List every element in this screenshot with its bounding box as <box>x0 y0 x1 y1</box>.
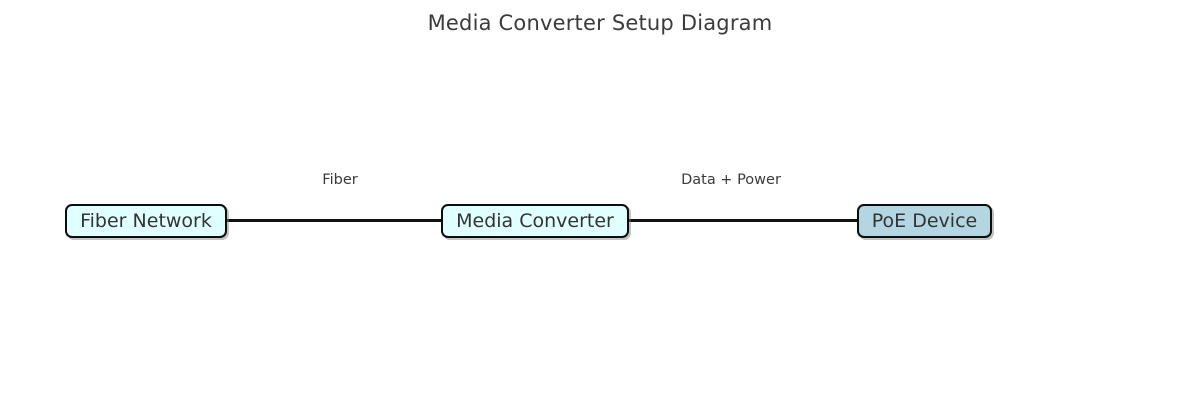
node-poe-device-label: PoE Device <box>871 210 978 232</box>
node-media-converter[interactable]: Media Converter <box>441 204 629 238</box>
node-fiber-network-label: Fiber Network <box>80 210 212 232</box>
edge-label-fiber: Fiber <box>322 172 358 188</box>
node-poe-device[interactable]: PoE Device <box>857 204 992 238</box>
edge-media-converter-to-poe-device <box>627 219 859 222</box>
node-media-converter-label: Media Converter <box>456 210 614 232</box>
node-fiber-network[interactable]: Fiber Network <box>65 204 227 238</box>
edge-label-data-power: Data + Power <box>681 172 781 188</box>
page-title: Media Converter Setup Diagram <box>427 11 773 35</box>
edge-fiber-network-to-media-converter <box>225 219 443 222</box>
